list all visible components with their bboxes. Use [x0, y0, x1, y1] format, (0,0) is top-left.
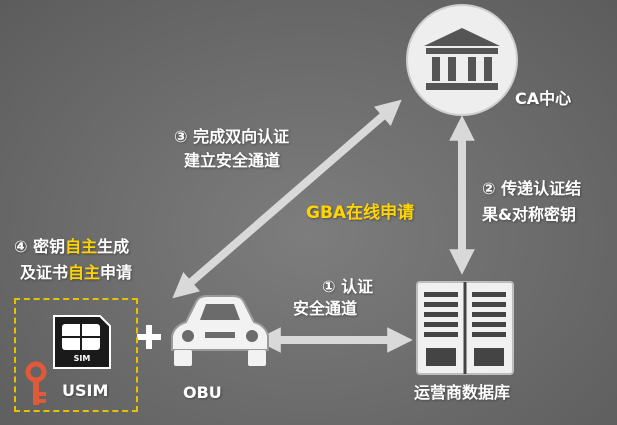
plus-sign — [137, 325, 161, 349]
step2-line1: ② 传递认证结 — [482, 179, 582, 198]
step2-line2: 果&对称密钥 — [482, 205, 576, 224]
car-icon — [171, 295, 269, 366]
center-label-gba: GBA在线申请 — [306, 203, 415, 223]
step4-line1: ④ 密钥自主生成 — [14, 236, 129, 258]
ca-label: CA中心 — [515, 89, 572, 108]
arrow-obu-ca — [172, 99, 402, 299]
step4-line1-c: 生成 — [97, 237, 130, 256]
usim-dashed-box — [14, 298, 138, 412]
key-icon — [25, 361, 47, 405]
sim-chip-text: SIM — [74, 354, 91, 363]
step1-line1: ① 认证 — [322, 277, 374, 296]
obu-label: OBU — [183, 383, 222, 402]
step4-line2-c: 申请 — [100, 263, 133, 282]
step4-line2-highlight: 自主 — [68, 263, 101, 282]
server-database-icon — [416, 281, 514, 375]
step1-line2: 安全通道 — [293, 299, 358, 318]
usim-label: USIM — [62, 381, 109, 400]
step4-line2: 及证书自主申请 — [20, 262, 132, 284]
step3-line1: ③ 完成双向认证 — [174, 127, 290, 146]
step4-line1-a: ④ 密钥 — [14, 237, 66, 256]
step4-line1-highlight: 自主 — [65, 237, 98, 256]
sim-card-icon: SIM — [53, 315, 111, 369]
step3-line2: 建立安全通道 — [184, 151, 281, 170]
step4-line2-a: 及证书 — [20, 263, 69, 282]
bank-building-icon — [406, 4, 518, 116]
database-label: 运营商数据库 — [414, 383, 511, 402]
